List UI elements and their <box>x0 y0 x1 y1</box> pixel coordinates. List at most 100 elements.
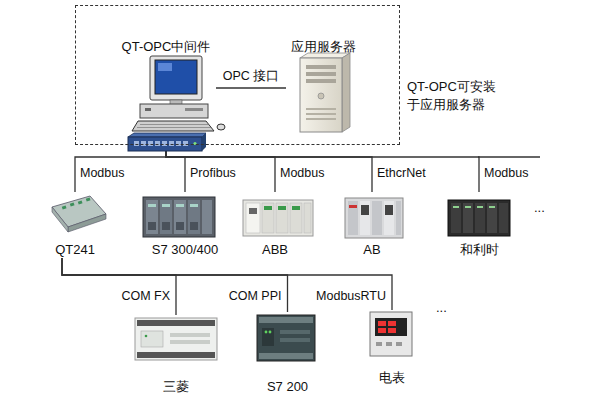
server-icon-part <box>306 113 336 115</box>
hollysys-plc-part <box>477 206 483 208</box>
mitsubishi-plc-part <box>141 331 163 347</box>
server-node: 应用服务器 <box>286 39 361 136</box>
power-meter <box>370 312 412 356</box>
computer-icon-part <box>217 124 225 130</box>
server-icon-part <box>306 108 336 110</box>
s7-300-plc-part <box>143 197 215 237</box>
network-switch-part <box>128 133 206 137</box>
computer-icon-part <box>140 104 208 118</box>
network-switch-part <box>176 141 181 146</box>
network-switch-part <box>148 141 153 146</box>
protocol-label: OPC 接口 <box>191 69 311 84</box>
s7-300-plc-part <box>162 222 170 230</box>
mitsubishi-plc-part <box>145 335 148 338</box>
ab-plc-part <box>349 205 357 208</box>
power-meter-part <box>396 342 402 346</box>
computer-icon-part <box>137 127 211 128</box>
protocol-label: EthcrNet <box>377 166 426 181</box>
qt241-module-part <box>62 205 67 209</box>
qt241-module-part <box>68 214 106 232</box>
hollysys-plc-part <box>475 203 485 233</box>
ab-plc-part <box>396 201 401 235</box>
s7-200-plc-part <box>280 338 310 342</box>
mitsubishi-plc-part <box>170 340 210 344</box>
ab-plc-part <box>345 198 403 238</box>
computer-icon-part <box>132 121 214 131</box>
mitsubishi-plc-part <box>135 318 217 360</box>
power-meter-part <box>378 328 386 333</box>
abb-plc-part <box>276 203 288 233</box>
server-icon-part <box>300 58 342 132</box>
s7-300-plc-part <box>190 222 198 230</box>
node-label: ABB <box>215 242 335 258</box>
server-icon-part <box>306 72 336 76</box>
s7-200-plc <box>257 315 315 361</box>
s7-300-plc-part <box>190 204 198 207</box>
computer-icon-part <box>170 100 182 105</box>
network-switch-part <box>134 141 139 146</box>
node-label: S7 200 <box>225 379 350 395</box>
connector-line <box>62 258 392 310</box>
network-switch-part <box>141 141 146 146</box>
protocol-label: COM PPI <box>229 289 282 304</box>
computer-icon <box>132 56 225 131</box>
server-icon-part <box>306 65 336 69</box>
s7-200-plc-part <box>262 328 274 346</box>
abb-plc-part <box>264 206 272 210</box>
ab-plc-part <box>360 201 370 235</box>
server-icon-part <box>306 118 336 120</box>
node-label: QT-OPC中间件 <box>96 39 236 55</box>
server-icon <box>300 53 350 132</box>
qt241-module-part <box>86 197 91 201</box>
hollysys-plc-part <box>448 200 510 236</box>
ab-plc-part <box>385 205 393 215</box>
s7-200-plc-part <box>257 315 315 361</box>
ab-plc-part <box>384 201 394 235</box>
network-switch-part <box>162 141 167 146</box>
network-switch-part <box>128 137 202 151</box>
network-switch <box>128 133 206 151</box>
hollysys-plc-part <box>487 203 497 233</box>
abb-plc-part <box>246 203 260 233</box>
ab-plc-part <box>348 201 358 235</box>
connector-line <box>216 87 286 88</box>
mitsubishi-plc-part <box>137 352 215 358</box>
node-label: 应用服务器 <box>266 39 381 55</box>
connector-line <box>166 135 479 192</box>
computer-node: QT-OPC中间件 <box>116 39 216 135</box>
computer-icon-part <box>140 124 208 125</box>
mitsubishi-plc-part <box>170 333 210 337</box>
protocol-label: ModbusRTU <box>316 289 386 304</box>
network-switch-part <box>155 141 160 146</box>
node-label: S7 300/400 <box>115 242 255 258</box>
device-node: 三菱 <box>131 315 221 395</box>
connector-line <box>62 258 288 312</box>
network-switch-part <box>169 141 174 146</box>
power-meter-part <box>386 342 392 346</box>
mitsubishi-plc-part <box>137 320 215 326</box>
connector-line <box>166 135 275 192</box>
connector-line <box>166 135 372 192</box>
hollysys-plc-part <box>465 206 471 208</box>
s7-200-plc-part <box>259 317 313 323</box>
abb-plc-part <box>262 203 274 233</box>
power-meter-part <box>376 342 382 346</box>
protocol-label: Modbus <box>280 166 324 181</box>
node-label: 三菱 <box>111 379 241 395</box>
computer-icon-part <box>185 108 203 111</box>
server-icon-part <box>318 93 324 99</box>
abb-plc-part <box>304 203 311 233</box>
power-meter-part <box>375 318 407 336</box>
s7-300-plc-part <box>162 204 170 207</box>
s7-200-plc-part <box>280 330 310 334</box>
device-node: 电表 <box>352 310 432 386</box>
qt241-module-part <box>78 200 83 204</box>
network-switch-part <box>183 141 188 146</box>
node-label: 电表 <box>332 370 452 386</box>
computer-icon-part <box>155 60 197 94</box>
qt241-module-part <box>52 207 68 232</box>
s7-300-plc-part <box>148 204 156 207</box>
s7-200-plc-part <box>265 331 268 334</box>
